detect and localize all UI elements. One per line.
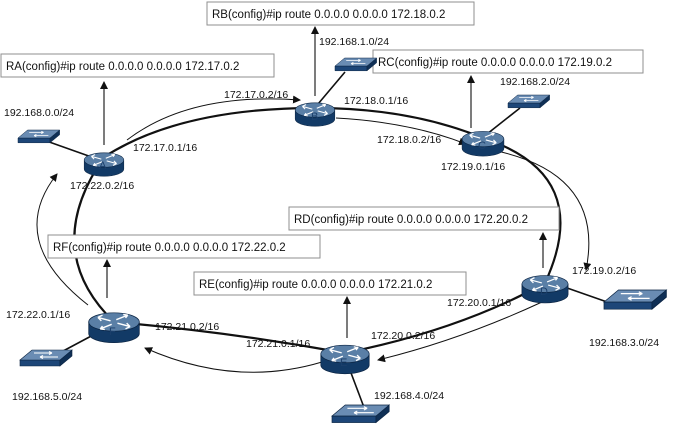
link-b-c [314, 106, 484, 140]
config-text-d: RD(config)#ip route 0.0.0.0 0.0.0.0 172.… [294, 214, 528, 226]
config-arrows [100, 26, 547, 338]
switch-icon-f[interactable] [19, 349, 73, 367]
router-icon-c[interactable] [461, 131, 505, 157]
routers [83, 102, 569, 375]
iface-e-d: 172.20.0.2/16 [371, 330, 435, 342]
config-text-a: RA(config)#ip route 0.0.0.0 0.0.0.0 172.… [6, 61, 239, 73]
route-arrows [36, 95, 592, 373]
route-arrow-a-b [126, 95, 301, 141]
switch-icon-c[interactable] [507, 94, 551, 109]
router-label-f: F [109, 326, 116, 338]
lan-label-e: 192.168.4.0/24 [374, 390, 444, 402]
link-b-lan [317, 71, 346, 105]
iface-e-f: 172.21.0.1/16 [246, 338, 310, 350]
link-a-b [103, 106, 316, 158]
config-text-b: RB(config)#ip route 0.0.0.0 0.0.0.0 172.… [212, 9, 445, 21]
link-c-lan [486, 107, 521, 135]
switch-icon-e[interactable] [331, 404, 391, 424]
router-label-a: A [99, 160, 107, 172]
link-c-d [482, 136, 562, 284]
switch-icon-a[interactable] [17, 129, 61, 144]
iface-b-c: 172.18.0.1/16 [344, 95, 408, 107]
lan-label-b: 192.168.1.0/24 [319, 36, 389, 48]
switch-icon-b[interactable] [334, 57, 378, 72]
link-e-f [113, 320, 346, 355]
router-icon-b[interactable] [294, 102, 336, 127]
config-box-c: RC(config)#ip route 0.0.0.0 0.0.0.0 172.… [372, 49, 644, 74]
router-label-c: C [478, 140, 486, 152]
iface-d-e: 172.20.0.1/16 [447, 297, 511, 309]
config-boxes: RA(config)#ip route 0.0.0.0 0.0.0.0 172.… [0, 1, 644, 296]
router-icon-e[interactable] [320, 344, 370, 375]
lan-label-d: 192.168.3.0/24 [589, 337, 659, 349]
config-box-a: RA(config)#ip route 0.0.0.0 0.0.0.0 172.… [0, 53, 275, 78]
route-arrow-e-f [144, 347, 323, 373]
config-box-b: RB(config)#ip route 0.0.0.0 0.0.0.0 172.… [206, 1, 475, 26]
lan-label-c: 192.168.2.0/24 [500, 76, 570, 88]
route-arrow-c-d [496, 150, 592, 271]
router-icon-a[interactable] [83, 152, 125, 177]
lan-labels: 192.168.0.0/24 192.168.1.0/24 192.168.2.… [4, 36, 659, 403]
router-icon-f[interactable] [88, 312, 140, 344]
lan-switches [17, 57, 668, 424]
iface-f-e: 172.21.0.2/16 [155, 321, 219, 333]
route-arrow-b-c [335, 117, 467, 146]
route-arrow-d-e [377, 301, 543, 363]
router-icon-d[interactable] [521, 275, 569, 304]
iface-a-b: 172.17.0.1/16 [133, 142, 197, 154]
iface-b-a: 172.17.0.2/16 [224, 89, 288, 101]
iface-c-d: 172.19.0.1/16 [441, 161, 505, 173]
interface-labels: 172.17.0.1/16 172.17.0.2/16 172.18.0.1/1… [6, 89, 636, 350]
router-label-d: D [540, 286, 548, 298]
route-arrow-f-a [36, 173, 89, 306]
router-labels: A B C D E F [99, 111, 548, 369]
config-text-f: RF(config)#ip route 0.0.0.0 0.0.0.0 172.… [53, 242, 286, 254]
config-box-e: RE(config)#ip route 0.0.0.0 0.0.0.0 172.… [193, 271, 467, 296]
lan-label-f: 192.168.5.0/24 [12, 391, 82, 403]
switch-icon-d[interactable] [603, 289, 668, 310]
iface-f-a: 172.22.0.1/16 [6, 309, 70, 321]
iface-c-b: 172.18.0.2/16 [377, 134, 441, 146]
router-label-b: B [311, 111, 318, 123]
config-text-e: RE(config)#ip route 0.0.0.0 0.0.0.0 172.… [199, 279, 432, 291]
router-label-e: E [340, 357, 347, 369]
config-box-d: RD(config)#ip route 0.0.0.0 0.0.0.0 172.… [288, 206, 560, 231]
iface-d-c: 172.19.0.2/16 [572, 265, 636, 277]
config-text-c: RC(config)#ip route 0.0.0.0 0.0.0.0 172.… [378, 57, 612, 69]
lan-label-a: 192.168.0.0/24 [4, 107, 74, 119]
config-box-f: RF(config)#ip route 0.0.0.0 0.0.0.0 172.… [47, 234, 321, 259]
iface-a-f: 172.22.0.2/16 [70, 180, 134, 192]
